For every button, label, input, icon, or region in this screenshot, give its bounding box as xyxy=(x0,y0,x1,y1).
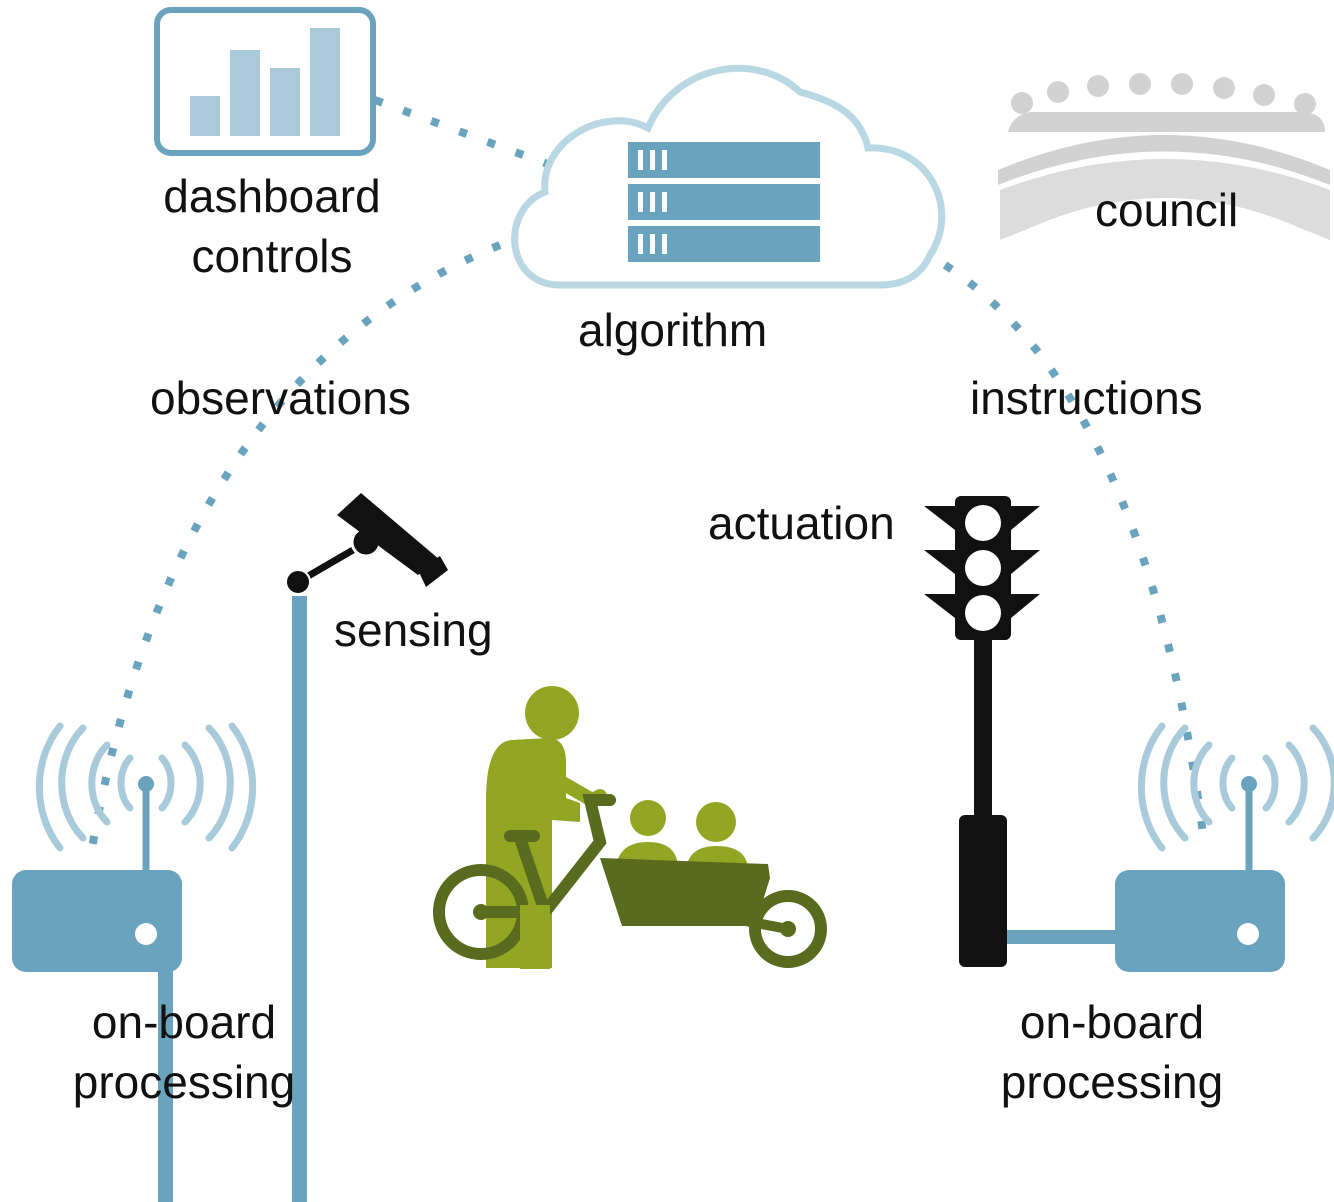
council-label: council xyxy=(1095,184,1239,236)
cloud-server-icon xyxy=(511,64,946,289)
dashboard-label-line-1: dashboard xyxy=(163,170,381,222)
connector-dashboard-to-cloud xyxy=(373,96,552,169)
wireless-router-icon xyxy=(12,722,257,972)
connector-instructions xyxy=(942,261,1209,851)
dashboard-label: dashboard controls xyxy=(150,166,394,286)
wireless-router-icon xyxy=(1115,722,1334,972)
bar-chart-icon xyxy=(154,7,376,156)
algorithm-label: algorithm xyxy=(578,304,768,356)
observations-label: observations xyxy=(150,372,411,424)
onboard-left-line-1: on-board xyxy=(91,996,277,1048)
onboard-processing-left-label: on-board processing xyxy=(56,992,312,1112)
traffic-light-link-wire xyxy=(1004,930,1116,944)
onboard-right-line-1: on-board xyxy=(1019,996,1205,1048)
security-camera-icon xyxy=(285,493,448,595)
sensing-label: sensing xyxy=(334,604,493,656)
actuation-label: actuation xyxy=(708,497,895,549)
onboard-processing-right-label: on-board processing xyxy=(984,992,1240,1112)
dotted-connectors xyxy=(86,96,1209,861)
cargo-bike-icon xyxy=(433,686,827,969)
dashboard-label-line-2: controls xyxy=(191,230,353,282)
onboard-right-line-2: processing xyxy=(1000,1056,1224,1108)
instructions-label: instructions xyxy=(970,372,1203,424)
council-chamber-icon xyxy=(998,73,1330,240)
camera-pole xyxy=(292,596,307,1202)
traffic-light-icon xyxy=(924,496,1040,967)
router-left-wire xyxy=(158,970,173,1202)
onboard-left-line-2: processing xyxy=(72,1056,296,1108)
